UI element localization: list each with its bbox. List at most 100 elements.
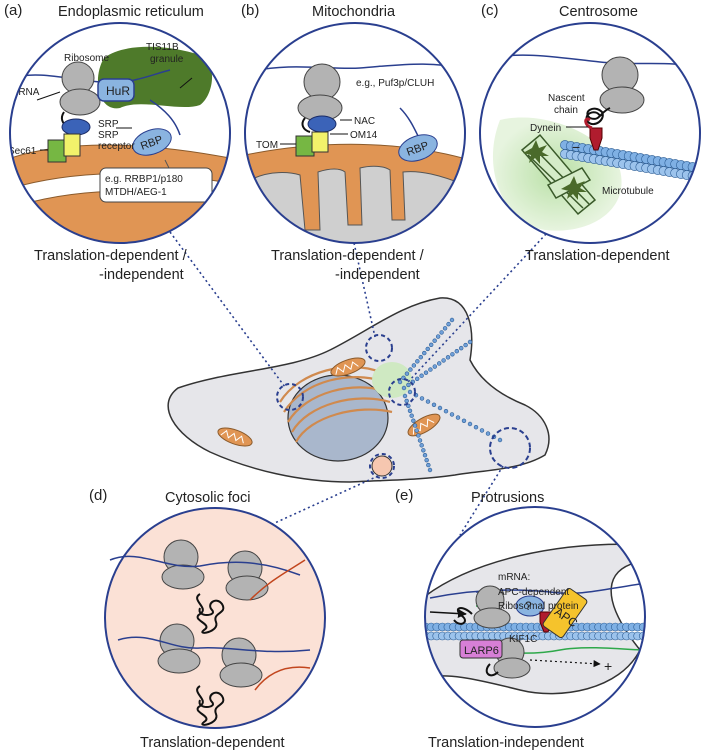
tubulin-bead <box>416 623 424 631</box>
tubulin-bead <box>443 409 449 414</box>
tubulin-bead <box>650 623 658 631</box>
foci-ribosomes <box>109 539 311 726</box>
tubulin-bead <box>407 408 413 413</box>
caption-b-2: -independent <box>335 267 420 283</box>
label-ribosomal-protein: Ribosomal protein <box>498 601 579 612</box>
tubulin-bead <box>415 359 420 364</box>
connectors <box>169 231 547 536</box>
tubulin-bead <box>644 631 645 641</box>
tubulin-bead <box>442 326 448 331</box>
tubulin-bead <box>418 355 423 360</box>
tubulin-bead <box>419 443 424 448</box>
label-example: e.g., Puf3p/CLUH <box>356 78 434 89</box>
tubulin-bead <box>428 367 433 372</box>
ribosome-small <box>493 657 531 679</box>
tubulin-bead <box>693 172 700 182</box>
unknown-adaptor <box>515 595 545 617</box>
label-dynein: Dynein <box>530 123 561 134</box>
panel-letter-d: (d) <box>89 487 108 504</box>
ribosome-small <box>59 88 101 116</box>
ribosome-small <box>157 648 201 674</box>
srp-protein <box>61 118 91 136</box>
panel-letter-c: (c) <box>481 2 499 19</box>
tubulin-bead <box>402 393 408 399</box>
tubulin-bead <box>397 379 403 385</box>
tubulin-bead <box>427 467 433 473</box>
panel-c-centrosome: Nascent chain Dynein − Microtubule <box>480 23 709 243</box>
om14-protein <box>311 131 329 153</box>
panel-e-protrusions: mRNA: APC-dependent Ribosomal protein ? … <box>416 507 658 727</box>
tubulin-bead <box>473 425 479 430</box>
label-hur: HuR <box>106 84 130 98</box>
ribosome-small <box>473 607 511 629</box>
tubulin-bead <box>415 376 420 381</box>
label-nascent-1: Nascent <box>548 93 585 104</box>
tubulin-bead <box>705 174 709 183</box>
tubulin-bead <box>454 349 459 354</box>
label-srp: SRP <box>98 119 119 130</box>
label-minus: − <box>572 139 580 155</box>
tubulin-bead <box>429 342 434 347</box>
tubulin-bead <box>422 350 427 356</box>
caption-b-1: Translation-dependent / <box>271 248 424 264</box>
cell <box>167 297 550 483</box>
nascent-chain-tangle <box>196 685 225 726</box>
label-nascent-2: chain <box>554 105 578 116</box>
tubulin-bead <box>424 457 429 463</box>
caption-a-2: -independent <box>99 267 184 283</box>
tubulin-bead <box>401 385 407 391</box>
panel-title-c: Centrosome <box>559 4 638 20</box>
tubulin-bead <box>417 438 423 443</box>
label-ribosome: Ribosome <box>64 53 109 64</box>
apc-protein <box>542 587 588 639</box>
tubulin-bead <box>406 382 411 388</box>
rbp-protein <box>132 128 172 156</box>
tubulin-bead <box>467 339 473 345</box>
nac-protein <box>307 115 337 133</box>
tubulin-bead <box>409 413 414 418</box>
highlight-centrosome <box>388 378 416 406</box>
centriole-stars <box>523 140 587 200</box>
highlight-er <box>276 383 304 411</box>
cytosolic-focus <box>371 455 393 477</box>
panel-letter-b: (b) <box>241 2 260 19</box>
nascent-chain-tangle <box>196 593 225 634</box>
tubulin-bead <box>450 352 455 357</box>
rbp-protein <box>398 134 438 162</box>
panel-letter-a: (a) <box>4 2 23 19</box>
label-srp-receptor-2: receptor <box>98 141 135 152</box>
tubulin-bead <box>439 330 444 335</box>
tubulin-bead <box>437 405 443 411</box>
nascent-chain <box>585 107 611 126</box>
tubulin-bead <box>407 389 413 395</box>
tubulin-bead <box>435 334 441 339</box>
tubulin-bead <box>463 342 468 348</box>
tubulin-bead <box>459 345 464 351</box>
label-mrna: mRNA: <box>498 572 530 583</box>
highlight-protrusion <box>489 427 531 469</box>
panel-letter-e: (e) <box>395 487 414 504</box>
tubulin-bead <box>644 622 645 632</box>
tubulin-bead <box>446 321 451 327</box>
cell-microtubules <box>397 317 503 473</box>
tubulin-bead <box>411 363 417 368</box>
tubulin-bead <box>404 398 409 404</box>
tubulin-bead <box>425 399 431 404</box>
example-box <box>99 167 213 203</box>
tubulin-bead <box>432 364 437 369</box>
tubulin-bead <box>404 371 410 376</box>
sec61-channel <box>47 139 67 163</box>
caption-c: Translation-dependent <box>525 248 670 264</box>
label-plus: + <box>604 658 612 674</box>
panel-b-mito: e.g., Puf3p/CLUH NAC TOM OM14 RBP <box>245 23 465 243</box>
tubulin-bead <box>419 373 424 378</box>
microtubule <box>416 622 658 641</box>
label-question: ? <box>525 599 532 613</box>
motion-arrow <box>529 659 601 668</box>
highlight-foci <box>369 453 395 479</box>
panel-title-b: Mitochondria <box>312 4 396 20</box>
label-microtubule: Microtubule <box>602 186 654 197</box>
tubulin-bead <box>699 173 700 183</box>
label-tis11b: TIS11B <box>146 42 179 53</box>
